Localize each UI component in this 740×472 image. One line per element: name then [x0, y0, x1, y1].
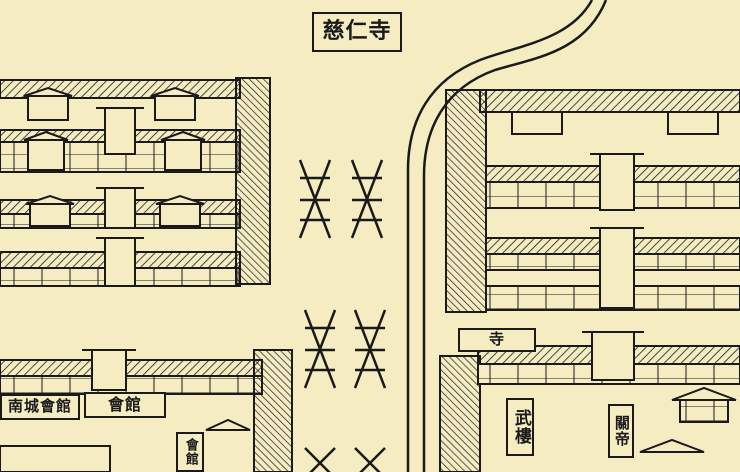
temple-center-label: 武樓 — [506, 398, 534, 456]
left-top-compound — [0, 77, 271, 287]
hall-b-text: 南城會館 — [7, 397, 72, 416]
top-place-label: 慈仁寺 — [312, 12, 402, 52]
trestles — [298, 159, 387, 472]
right-top-compound — [445, 89, 740, 313]
hall-a-text: 會館 — [107, 394, 142, 414]
right-top-small-label: 寺 — [458, 328, 536, 352]
hall-a-label: 會館 — [84, 392, 166, 418]
hall-b-label: 南城會館 — [0, 394, 80, 420]
left-bottom-compound — [0, 349, 293, 472]
right-temple-label: 關帝 — [608, 404, 634, 458]
right-top-small-text: 寺 — [488, 330, 505, 349]
lower-left-small-label: 會館 — [176, 432, 204, 472]
right-temple-text: 關帝 — [612, 415, 631, 447]
road — [406, 0, 608, 472]
top-place-text: 慈仁寺 — [322, 18, 392, 45]
temple-center-text: 武樓 — [510, 409, 531, 445]
lower-left-small-text: 會館 — [182, 438, 198, 466]
right-bottom-compound — [439, 331, 740, 472]
